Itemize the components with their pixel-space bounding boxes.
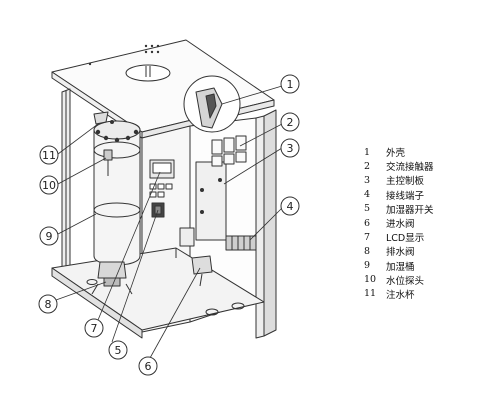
legend-item: 5 加湿器开关 [364, 202, 490, 216]
legend-item: 2 交流接触器 [364, 159, 490, 174]
svg-text:7: 7 [91, 322, 98, 335]
svg-text:8: 8 [45, 298, 52, 311]
callout-8: 8 [38, 294, 58, 314]
legend-label: 外壳 [386, 148, 406, 160]
legend-number: 9 [364, 260, 371, 272]
callout-9: 9 [39, 226, 59, 246]
svg-text:2: 2 [287, 116, 294, 129]
callout-11: 11 [39, 145, 59, 165]
tank-top-rim [93, 120, 141, 140]
legend-number: 4 [364, 189, 371, 201]
right-post-back [263, 109, 277, 337]
legend-item: 8 排水阀 [364, 244, 490, 259]
legend-label: 加湿器开关 [386, 204, 434, 216]
legend-number: 6 [364, 217, 371, 229]
legend-label: 主控制板 [386, 176, 425, 188]
svg-text:9: 9 [46, 230, 53, 243]
cabinet-top [51, 39, 275, 133]
svg-text:6: 6 [145, 360, 152, 373]
inlet-valve [191, 255, 213, 275]
legend-item: 1 外壳 [364, 145, 490, 160]
top-opening [125, 64, 171, 82]
legend-number: 1 [364, 146, 371, 158]
legend-number: 5 [364, 203, 371, 215]
legend-number: 7 [364, 231, 371, 243]
callout-4: 4 [280, 196, 300, 216]
legend-item: 11 注水杯 [364, 287, 490, 301]
legend-label: 水位探头 [386, 275, 425, 287]
callout-5: 5 [108, 340, 128, 360]
drain-valve [97, 261, 127, 279]
main-control-board [195, 161, 227, 241]
callouts: 1 2 3 4 5 6 7 8 [38, 74, 300, 376]
legend-label: 进水阀 [386, 219, 415, 231]
parts-legend: 1 外壳 2 交流接触器 3 主控制板 4 接线端子 5 加湿器开关 6 进水阀… [364, 145, 490, 301]
legend-label: 排水阀 [386, 247, 415, 259]
legend-number: 8 [364, 245, 371, 257]
legend-number: 3 [364, 174, 371, 186]
callout-1: 1 [280, 74, 300, 94]
legend-item: 10 水位探头 [364, 273, 490, 287]
legend-label: LCD显示 [386, 233, 425, 245]
legend-item: 7 LCD显示 [364, 230, 490, 245]
svg-text:4: 4 [287, 200, 294, 213]
legend-item: 3 主控制板 [364, 173, 490, 188]
callout-10: 10 [39, 175, 59, 195]
svg-text:1: 1 [287, 78, 294, 91]
callout-6: 6 [138, 356, 158, 376]
fill-cup [93, 111, 109, 125]
svg-text:10: 10 [42, 179, 56, 192]
legend-item: 4 接线端子 [364, 188, 490, 202]
leader-lines [55, 85, 283, 359]
svg-text:11: 11 [42, 149, 56, 162]
legend-number: 10 [364, 274, 377, 286]
terminal-block [225, 235, 257, 251]
legend-label: 注水杯 [386, 289, 415, 301]
keypad [149, 183, 173, 198]
legend-item: 6 进水阀 [364, 216, 490, 231]
legend-label: 交流接触器 [386, 162, 434, 174]
tank-body [93, 121, 141, 266]
ac-contactors [211, 135, 247, 167]
legend-label: 加湿桶 [386, 261, 415, 273]
legend-item: 9 加湿桶 [364, 259, 490, 273]
legend-number: 11 [364, 288, 377, 300]
svg-text:3: 3 [287, 142, 294, 155]
callout-3: 3 [280, 138, 300, 158]
callout-2: 2 [280, 112, 300, 132]
callout-7: 7 [84, 318, 104, 338]
tank-clamp-bolts [95, 120, 139, 143]
svg-text:5: 5 [115, 344, 122, 357]
legend-label: 接线端子 [386, 190, 425, 202]
legend-number: 2 [364, 160, 371, 172]
